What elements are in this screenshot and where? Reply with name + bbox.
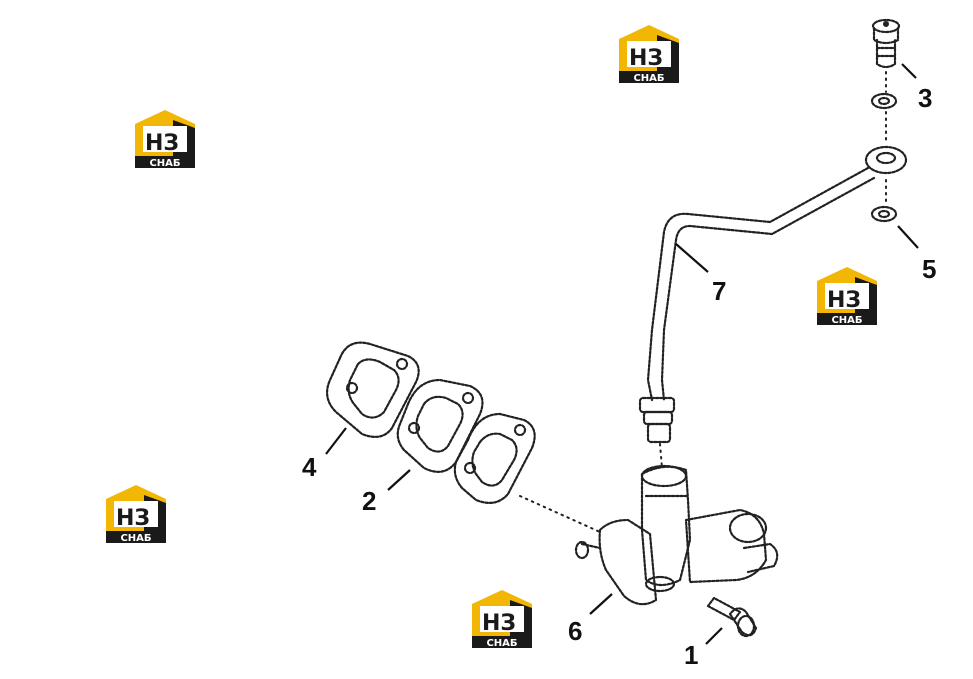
- callout-1: 1: [684, 640, 698, 670]
- callout-6: 6: [568, 616, 582, 646]
- logo-letters: НЗ: [116, 506, 150, 531]
- logo-caption: СНАБ: [831, 315, 862, 326]
- mounting-bolt: [706, 596, 758, 638]
- leader-4: [325, 427, 347, 455]
- callout-3: 3: [918, 83, 932, 113]
- watermark-logo-bottom: НЗ СНАБ: [472, 590, 532, 649]
- banjo-fitting: [864, 145, 908, 175]
- fuel-pump: [574, 464, 779, 606]
- gasket-middle-b: [453, 412, 536, 505]
- watermark-logo-lower-left: НЗ СНАБ: [106, 485, 166, 544]
- leader-2: [387, 469, 411, 491]
- upper-washer: [870, 92, 898, 110]
- leader-1: [705, 627, 723, 645]
- watermark-logo-right: НЗ СНАБ: [817, 267, 877, 326]
- leader-5: [897, 225, 919, 249]
- logo-caption: СНАБ: [149, 158, 180, 169]
- logo-letters: НЗ: [827, 288, 861, 313]
- logo-caption: СНАБ: [120, 533, 151, 544]
- callout-5: 5: [922, 254, 936, 284]
- logo-letters: НЗ: [145, 131, 179, 156]
- logo-letters: НЗ: [629, 46, 663, 71]
- watermark-logo-upper-left: НЗ СНАБ: [135, 110, 195, 169]
- callout-4: 4: [302, 452, 317, 482]
- logo-letters: НЗ: [482, 611, 516, 636]
- logo-caption: СНАБ: [486, 638, 517, 649]
- watermark-logo-top: НЗ СНАБ: [619, 25, 679, 84]
- callout-2: 2: [362, 486, 376, 516]
- logo-caption: СНАБ: [633, 73, 664, 84]
- callout-7: 7: [712, 276, 726, 306]
- leader-3: [901, 63, 917, 79]
- leader-6: [589, 593, 613, 615]
- fuel-pipe: [638, 166, 876, 444]
- lower-washer: [870, 205, 898, 223]
- leader-7: [675, 243, 709, 273]
- banjo-bolt: [871, 18, 901, 69]
- gasket-front: [325, 341, 420, 439]
